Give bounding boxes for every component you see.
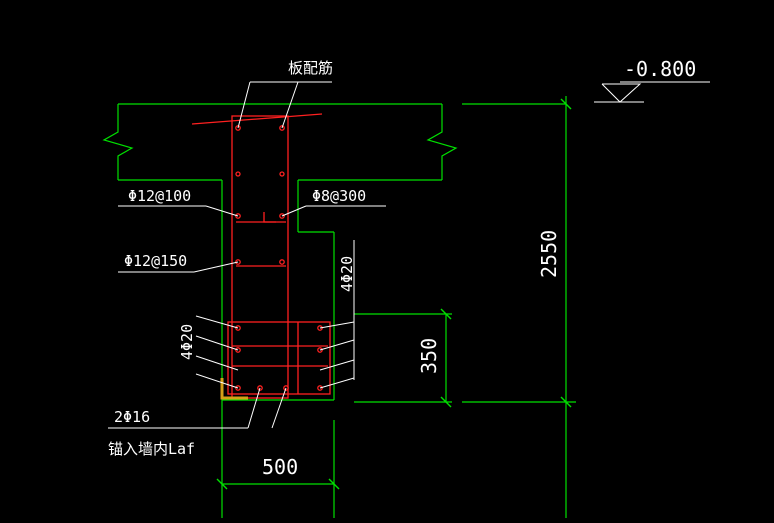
rebar-dots	[235, 125, 323, 391]
label-stirrup-top: Φ12@100	[128, 187, 191, 205]
dim-beam-height: 350	[417, 338, 441, 374]
leader-lines	[108, 81, 710, 429]
label-stirrup-lower: Φ12@150	[124, 252, 187, 270]
label-bars-right: 4Φ20	[338, 256, 356, 292]
label-stirrup-mid: Φ8@300	[312, 187, 366, 205]
label-bars-left: 4Φ20	[178, 324, 196, 360]
label-anchor-note: 锚入墙内Laf	[108, 440, 195, 458]
concrete-outline	[102, 96, 576, 518]
label-slab-rebar: 板配筋	[288, 59, 333, 77]
dim-beam-width: 500	[262, 455, 298, 479]
label-bottom-bars: 2Φ16	[114, 408, 150, 426]
hook-mark	[220, 378, 248, 400]
rebar-cage	[191, 113, 331, 399]
dim-total-depth: 2550	[537, 230, 561, 278]
label-elevation: -0.800	[624, 57, 696, 81]
dimension-ticks	[216, 98, 572, 490]
